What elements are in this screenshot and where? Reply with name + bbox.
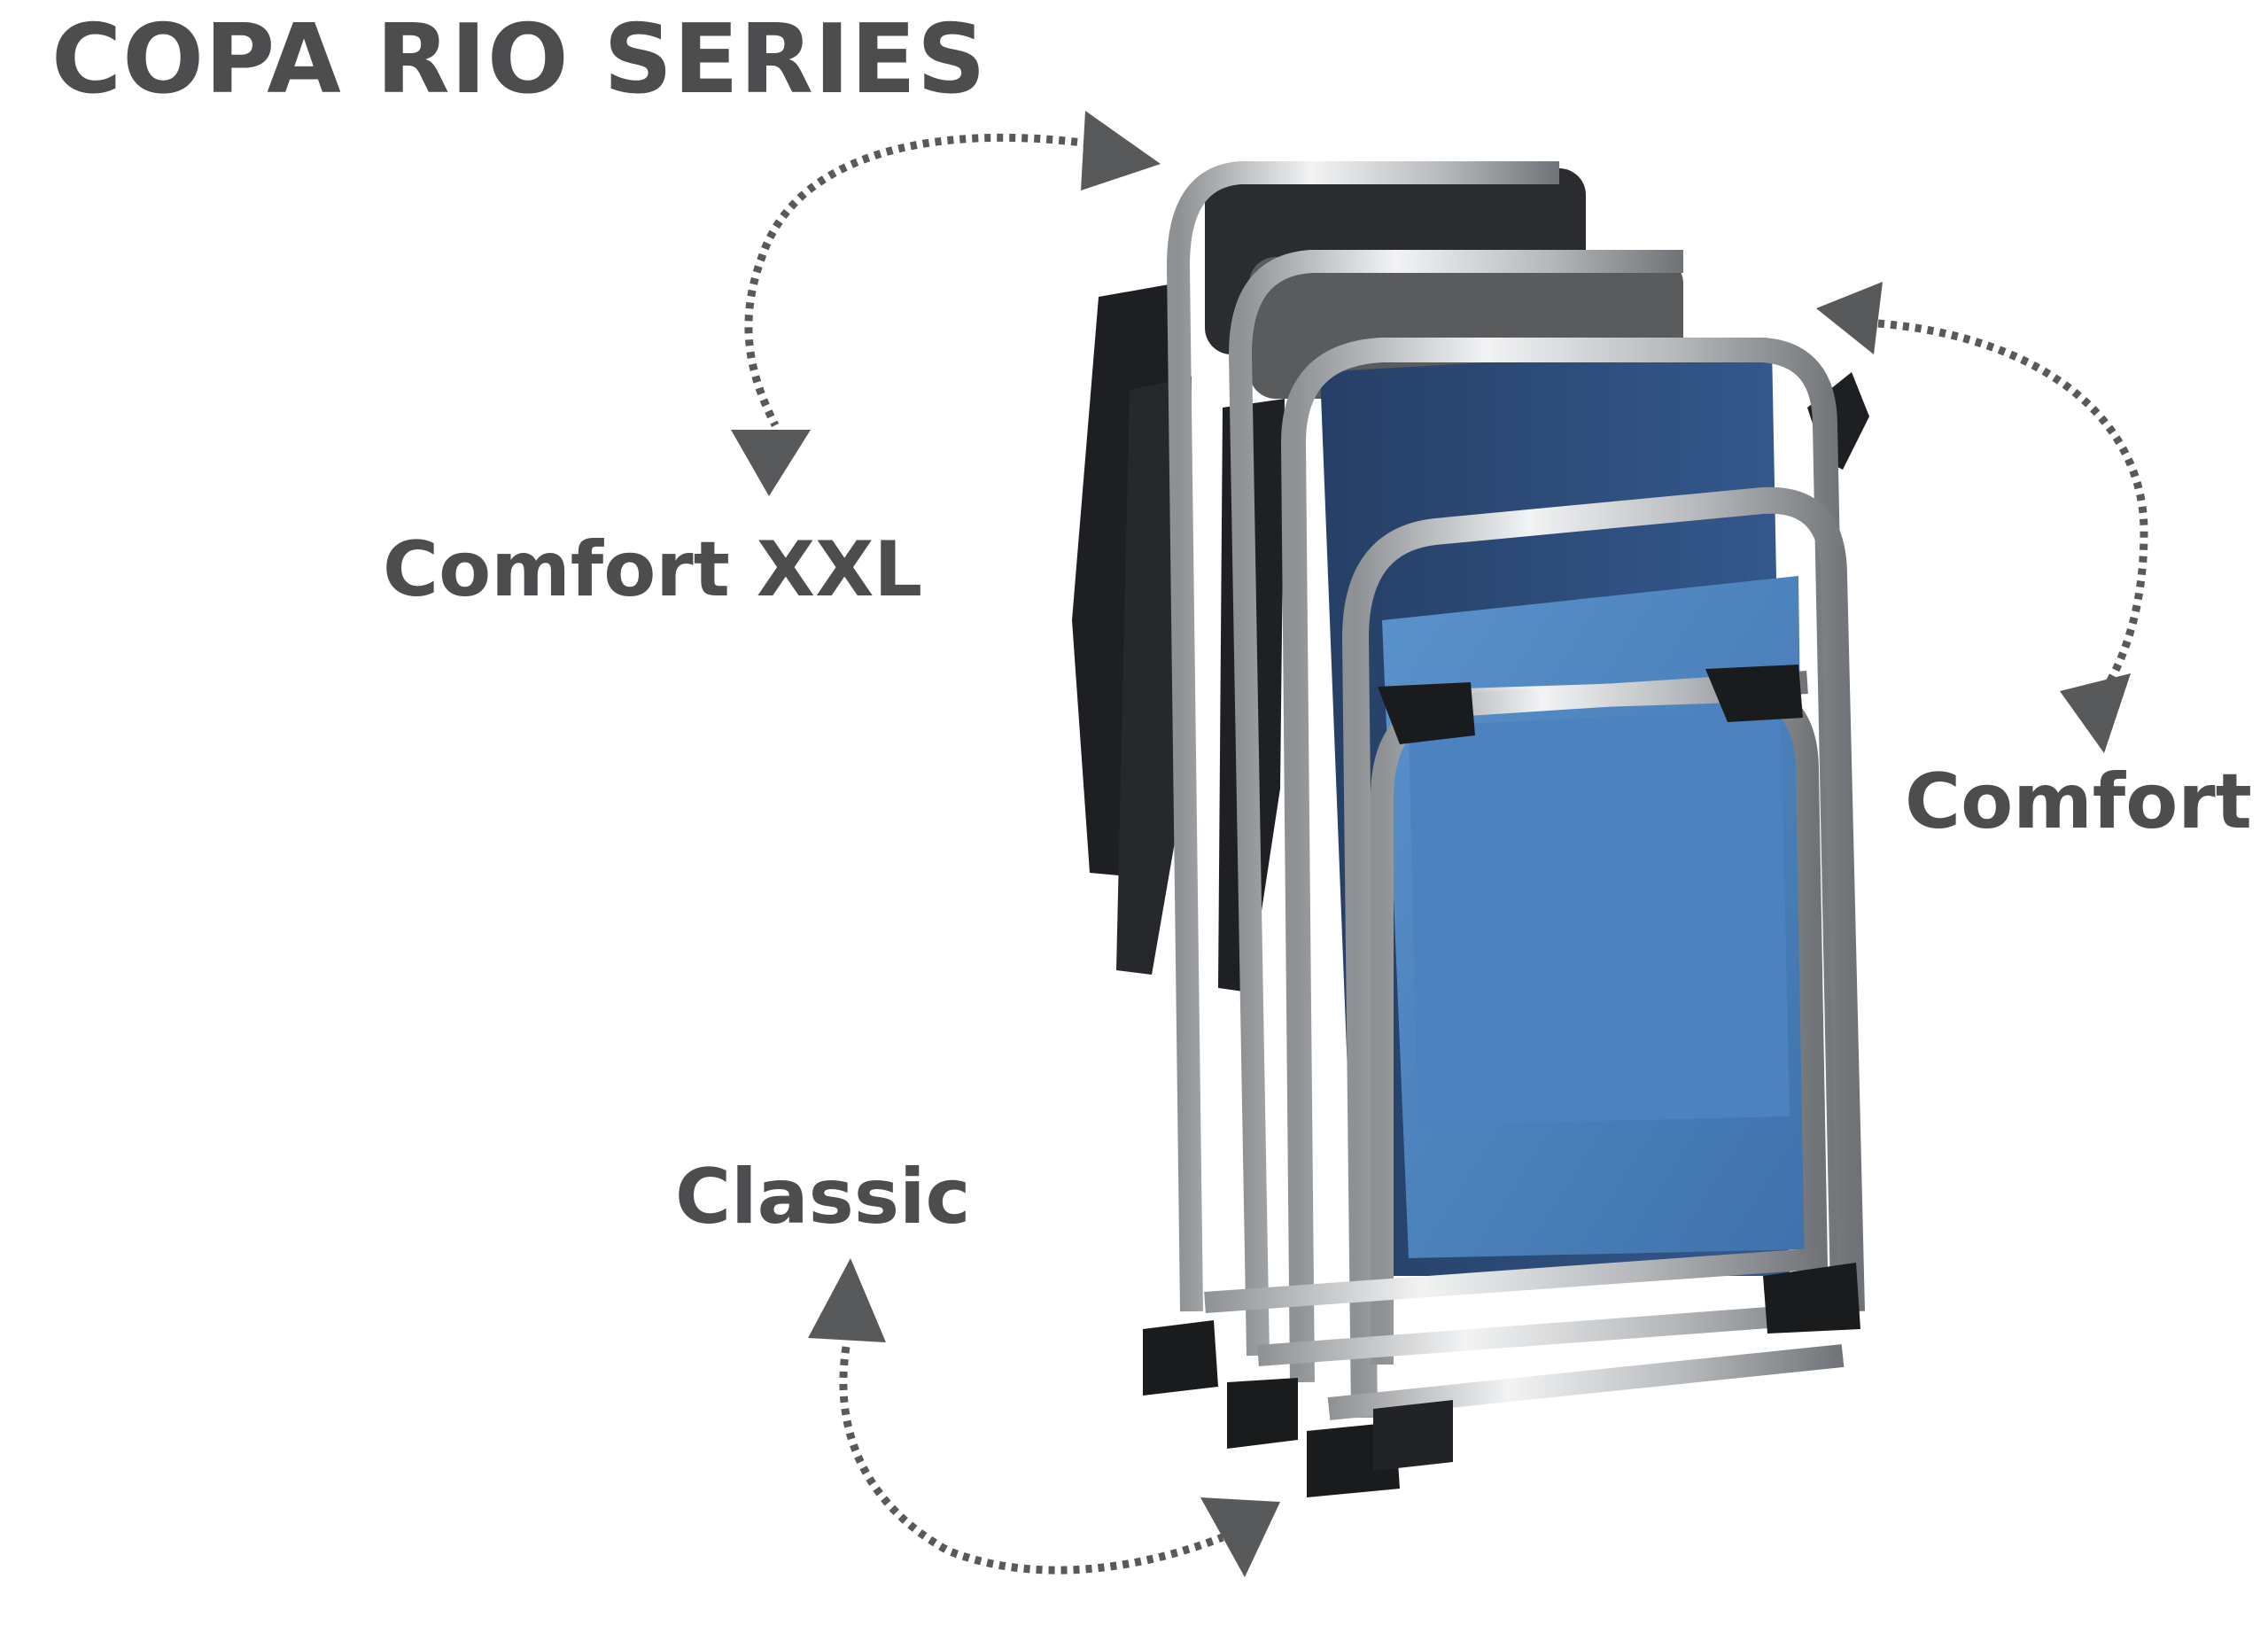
arrow-head-comfort-bottom (2060, 673, 2131, 753)
arrow-head-comfort-xxl-top (1081, 111, 1161, 191)
bottom-bar-1 (1204, 1248, 1826, 1313)
arrow-comfort-xxl (744, 133, 1091, 428)
foot-5 (1373, 1400, 1453, 1471)
chair-light-blue-seat (1409, 709, 1790, 1125)
label-classic: Classic (675, 1153, 971, 1241)
arrow-comfort (1877, 319, 2148, 694)
frame-grey (1228, 250, 1683, 1357)
frame-navy (1280, 338, 1855, 1383)
label-comfort-xxl: Comfort XXL (383, 525, 923, 614)
hinge-right (1705, 665, 1803, 722)
frame-black (1166, 161, 1559, 1312)
foot-4 (1763, 1263, 1860, 1334)
bottom-bar-3 (1327, 1344, 1845, 1420)
folded-chairs (1072, 161, 1869, 1497)
arrow-head-comfort-xxl-bottom (731, 430, 811, 496)
frame-light-blue (1341, 486, 1865, 1419)
arrow-head-classic-bottom (1200, 1497, 1280, 1577)
page-title: COPA RIO SERIES (51, 4, 987, 115)
arrow-head-classic-top (808, 1258, 886, 1342)
foot-2 (1227, 1378, 1298, 1449)
bottom-bar-2 (1257, 1301, 1852, 1366)
arrow-head-comfort-top (1816, 282, 1883, 354)
foot-1 (1143, 1320, 1218, 1396)
label-comfort: Comfort (1905, 758, 2252, 846)
hinge-left (1378, 682, 1475, 744)
